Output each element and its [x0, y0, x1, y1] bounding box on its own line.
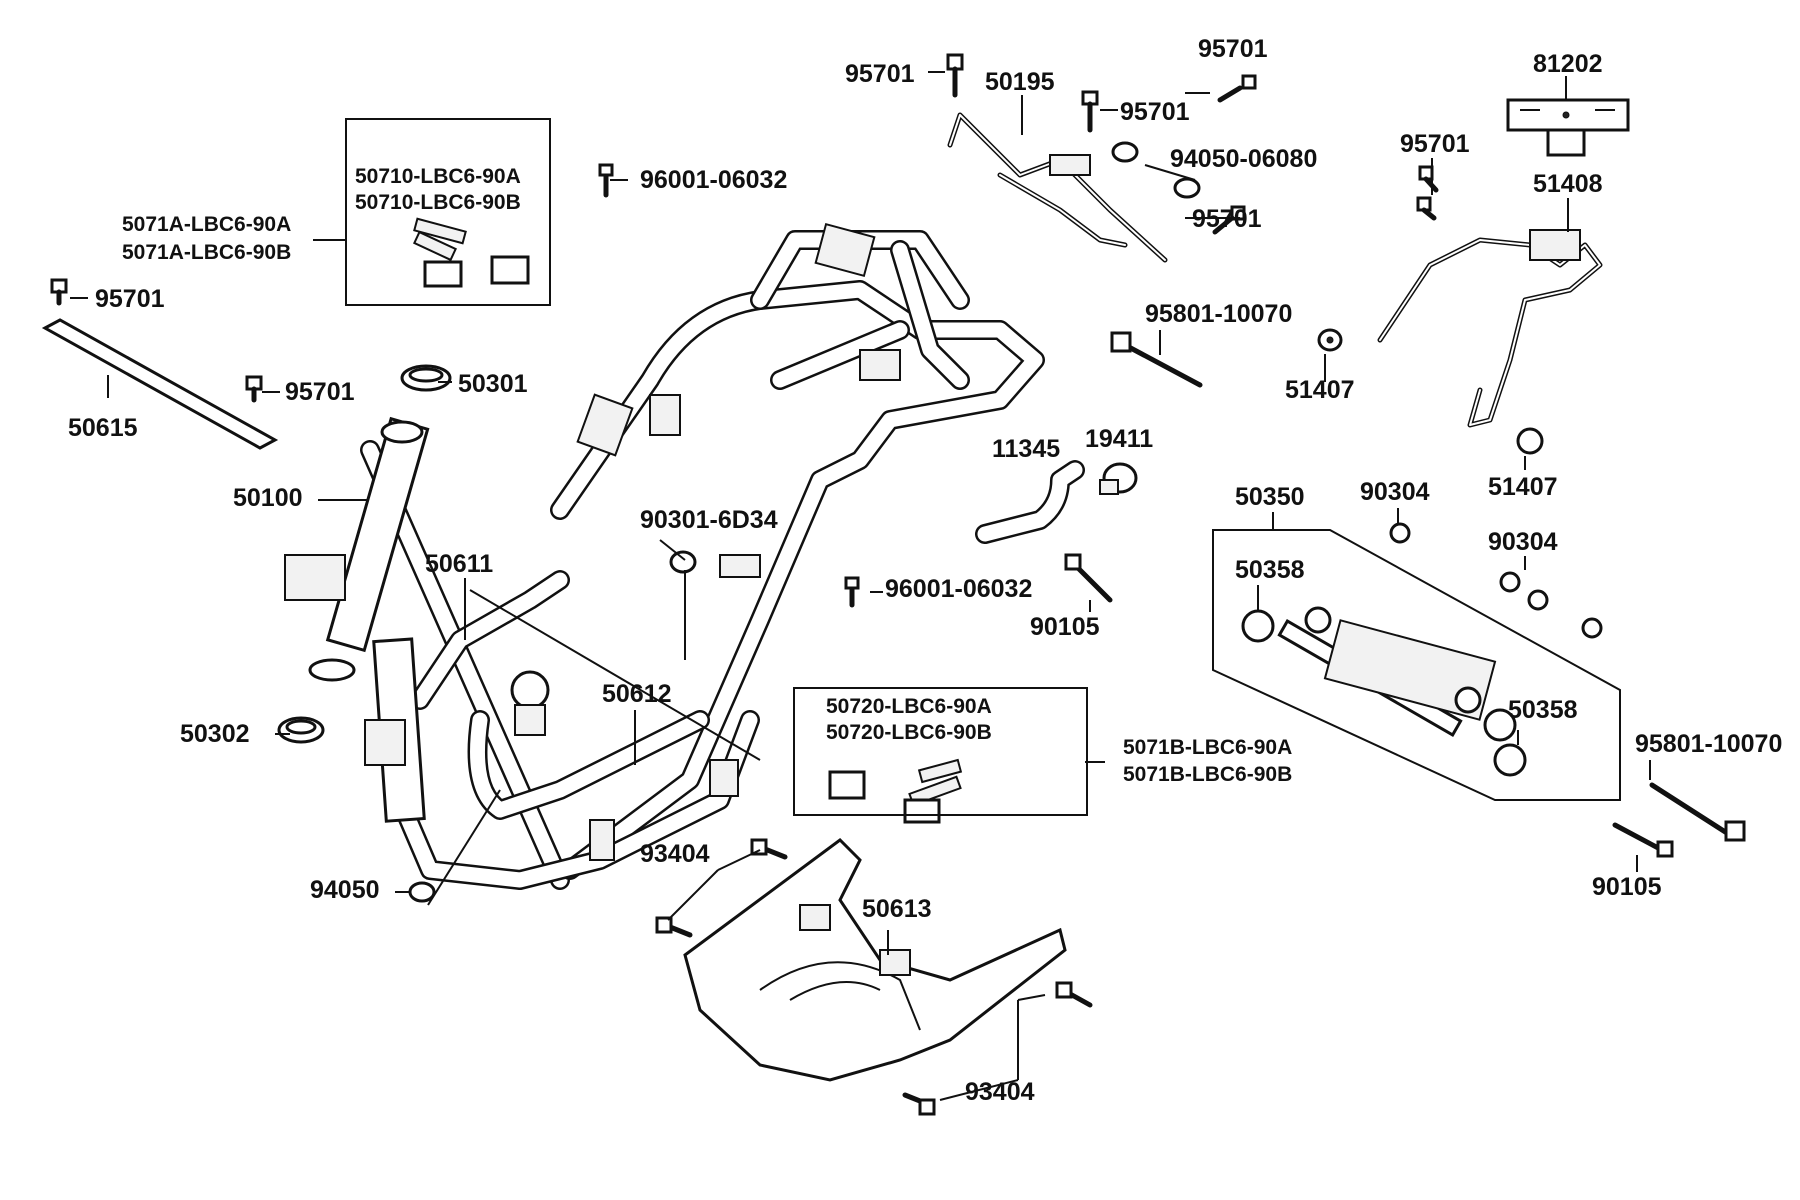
part-label-50615: 50615	[68, 414, 138, 442]
part-label-96001-06032: 96001-06032	[640, 166, 788, 194]
part-label-81202: 81202	[1533, 50, 1603, 78]
part-label-95701: 95701	[1400, 130, 1470, 158]
part-label-50358: 50358	[1235, 556, 1305, 584]
engine-mount-drawing	[1212, 529, 1621, 801]
switch-parts-drawing	[413, 217, 963, 824]
part-label-95701: 95701	[845, 60, 915, 88]
part-label-5071a-lbc6-90a: 5071A-LBC6-90A	[122, 213, 292, 236]
under-cover-drawing	[683, 838, 1067, 1082]
part-label-90105: 90105	[1030, 613, 1100, 641]
part-label-95801-10070: 95801-10070	[1635, 730, 1783, 758]
part-label-93404: 93404	[965, 1078, 1035, 1106]
part-label-50612: 50612	[602, 680, 672, 708]
fasteners-drawing	[50, 53, 1746, 1116]
part-label-95801-10070: 95801-10070	[1145, 300, 1293, 328]
part-label-95701: 95701	[1120, 98, 1190, 126]
part-label-90105: 90105	[1592, 873, 1662, 901]
part-label-50710-lbc6-90a: 50710-LBC6-90A	[355, 165, 521, 188]
part-label-50100: 50100	[233, 484, 303, 512]
part-label-50358: 50358	[1508, 696, 1578, 724]
part-label-90304: 90304	[1488, 528, 1558, 556]
part-label-96001-06032: 96001-06032	[885, 575, 1033, 603]
part-label-95701: 95701	[95, 285, 165, 313]
bracket-50195-drawing	[947, 112, 1168, 263]
part-label-95701: 95701	[285, 378, 355, 406]
part-label-5071b-lbc6-90a: 5071B-LBC6-90A	[1123, 736, 1293, 759]
part-label-50710-lbc6-90b: 50710-LBC6-90B	[355, 191, 521, 214]
part-label-95701: 95701	[1198, 35, 1268, 63]
part-label-51408: 51408	[1533, 170, 1603, 198]
part-label-51407: 51407	[1285, 376, 1355, 404]
part-label-50720-lbc6-90b: 50720-LBC6-90B	[826, 721, 992, 744]
part-label-19411: 19411	[1085, 425, 1154, 453]
part-label-51407: 51407	[1488, 473, 1558, 501]
part-label-94050: 94050	[310, 876, 380, 904]
main-frame-drawing	[284, 222, 1045, 890]
switch-kit-box-b	[793, 687, 1088, 816]
part-label-11345: 11345	[992, 435, 1061, 463]
part-label-94050-06080: 94050-06080	[1170, 145, 1318, 173]
part-label-50350: 50350	[1235, 483, 1305, 511]
part-label-50195: 50195	[985, 68, 1055, 96]
plate-81202-drawing	[1506, 98, 1630, 157]
part-label-50720-lbc6-90a: 50720-LBC6-90A	[826, 695, 992, 718]
part-label-50611: 50611	[425, 550, 494, 578]
part-label-93404: 93404	[640, 840, 710, 868]
rear-carrier-drawing	[1377, 229, 1603, 428]
part-label-90304: 90304	[1360, 478, 1430, 506]
switch-kit-box-a	[345, 118, 551, 306]
part-label-50301: 50301	[458, 370, 528, 398]
part-label-95701: 95701	[1192, 205, 1262, 233]
leader-lines	[70, 71, 1651, 1101]
part-label-50613: 50613	[862, 895, 932, 923]
strip-50615-drawing	[41, 318, 279, 450]
part-label-90301-6d34: 90301-6D34	[640, 506, 778, 534]
part-label-50302: 50302	[180, 720, 250, 748]
part-label-5071a-lbc6-90b: 5071A-LBC6-90B	[122, 241, 292, 264]
part-label-5071b-lbc6-90b: 5071B-LBC6-90B	[1123, 763, 1293, 786]
